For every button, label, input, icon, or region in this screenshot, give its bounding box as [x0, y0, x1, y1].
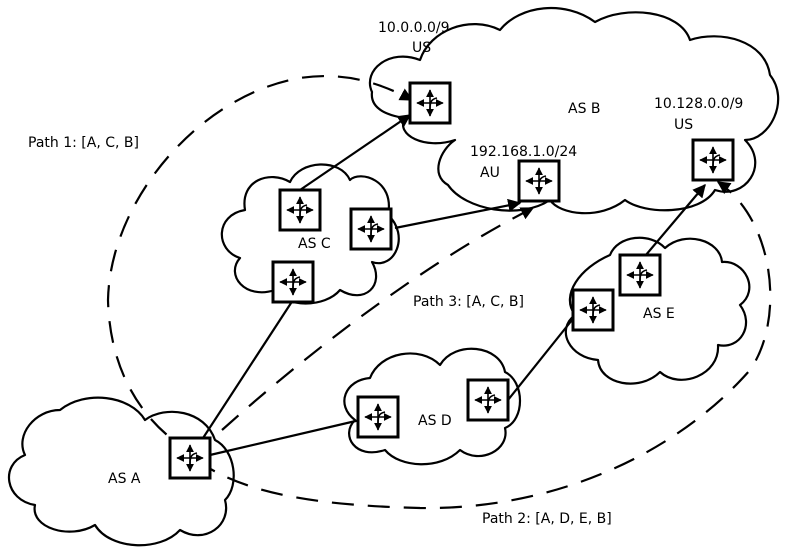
- link-as-d-to-as-e: [507, 309, 581, 401]
- link-as-c-to-b-middle: [394, 198, 522, 230]
- prefix-1-country: US: [412, 40, 431, 56]
- prefix-2-address: 192.168.1.0/24: [470, 144, 577, 160]
- router-as-d-right-icon: [468, 380, 508, 420]
- as-a-label: AS A: [108, 471, 141, 487]
- link-as-c-to-b-upper: [299, 114, 412, 191]
- cloud-as-e: [564, 236, 751, 385]
- cloud-as-b: [369, 6, 780, 215]
- path-2-label: Path 2: [A, D, E, B]: [482, 511, 612, 527]
- router-as-b-left-icon: [410, 83, 450, 123]
- cloud-as-c: [220, 163, 400, 305]
- cloud-as-a: [7, 396, 235, 547]
- router-as-c-top-icon: [280, 190, 320, 230]
- as-c-label: AS C: [298, 236, 331, 252]
- prefix-1-address: 10.0.0.0/9: [378, 20, 450, 36]
- router-as-d-left-icon: [358, 397, 398, 437]
- router-as-b-right-icon: [693, 140, 733, 180]
- path-1-dashed-loop: [106, 75, 414, 456]
- link-as-a-to-as-d: [209, 418, 361, 457]
- path-3-dashed-line: [221, 207, 535, 431]
- router-as-c-right-icon: [351, 209, 391, 249]
- router-as-e-top-icon: [620, 255, 660, 295]
- as-d-label: AS D: [418, 413, 452, 429]
- link-as-a-to-as-c: [189, 299, 294, 459]
- router-as-b-center-icon: [519, 161, 559, 201]
- router-as-a-icon: [170, 438, 210, 478]
- router-as-e-left-icon: [573, 290, 613, 330]
- prefix-3-address: 10.128.0.0/9: [654, 96, 743, 112]
- router-as-c-bottom-icon: [273, 262, 313, 302]
- path-2-dashed-loop: [195, 181, 772, 510]
- prefix-2-country: AU: [480, 165, 500, 181]
- as-b-label: AS B: [568, 101, 601, 117]
- as-e-label: AS E: [643, 306, 675, 322]
- path-3-label: Path 3: [A, C, B]: [413, 294, 524, 310]
- prefix-3-country: US: [674, 117, 693, 133]
- path-1-label: Path 1: [A, C, B]: [28, 135, 139, 151]
- link-as-e-to-b-right: [639, 183, 706, 263]
